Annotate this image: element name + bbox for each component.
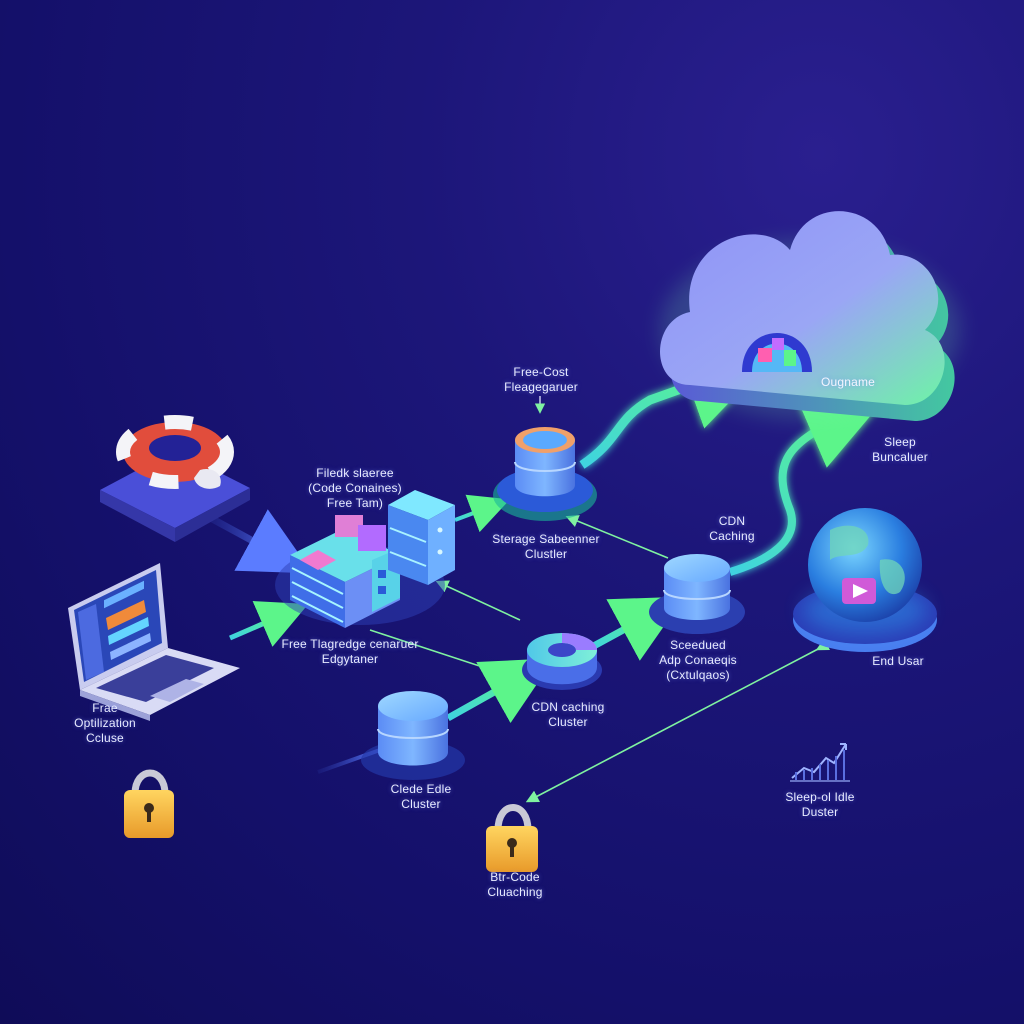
label-code-caching: Btr-Code Cluaching — [487, 870, 543, 899]
label-file-storage: Filedk slaeree (Code Conaines) Free Tam) — [308, 466, 402, 510]
arrow-storage-to-cloud — [579, 343, 774, 469]
label-sleep-idle: Sleep-ol Idle Duster — [785, 790, 855, 819]
arrow-server-to-storage — [454, 494, 510, 533]
arrow-lifebuoy-to-server — [203, 509, 313, 574]
cloud-app-icon — [742, 333, 812, 372]
cdn-cluster-ring-icon — [522, 633, 602, 690]
globe-icon — [793, 508, 937, 652]
lock-icon-bottom — [486, 804, 538, 872]
lock-icon-left — [124, 769, 174, 838]
cloud-icon — [660, 211, 960, 421]
label-cdn-caching-top: CDN Caching — [709, 514, 755, 543]
label-sleep-bundle: Sleep Buncaluer — [872, 435, 928, 464]
arrow-edge-to-ring — [446, 658, 555, 724]
arrow-ring-to-server — [435, 580, 521, 621]
growth-chart-icon — [790, 743, 850, 782]
label-cdn-cluster: CDN caching Cluster — [531, 700, 605, 729]
label-end-user: End Usar — [872, 654, 924, 668]
label-free-cost: Free-Cost Fleagegaruer — [504, 365, 578, 394]
database-icon-edge — [361, 691, 465, 780]
label-free-optimization: Frae Optilization Ccluse — [74, 701, 136, 745]
label-cloud: Ougname — [820, 375, 876, 389]
arrow-cdn-to-cloud — [728, 394, 885, 576]
arrow-laptop-to-server — [229, 600, 309, 647]
laptop-icon — [68, 563, 240, 721]
lifebuoy-icon — [100, 415, 250, 542]
server-stack-icon — [275, 490, 455, 628]
database-icon-cdn — [649, 554, 745, 634]
connector-lines — [203, 343, 885, 803]
label-free-edge: Free Tlagredge cenaruer Edgytaner — [281, 637, 419, 666]
label-code-edge: Clede Edle Cluster — [390, 782, 452, 811]
label-scheduled: Sceedued Adp Conaeqis (Cxtulqaos) — [659, 638, 737, 682]
database-icon-storage — [493, 427, 597, 521]
label-storage-cluster: Sterage Sabeenner Clustler — [492, 532, 600, 561]
arrow-cdn-to-storage — [565, 515, 669, 559]
arrow-enduser-to-lock — [525, 638, 831, 803]
